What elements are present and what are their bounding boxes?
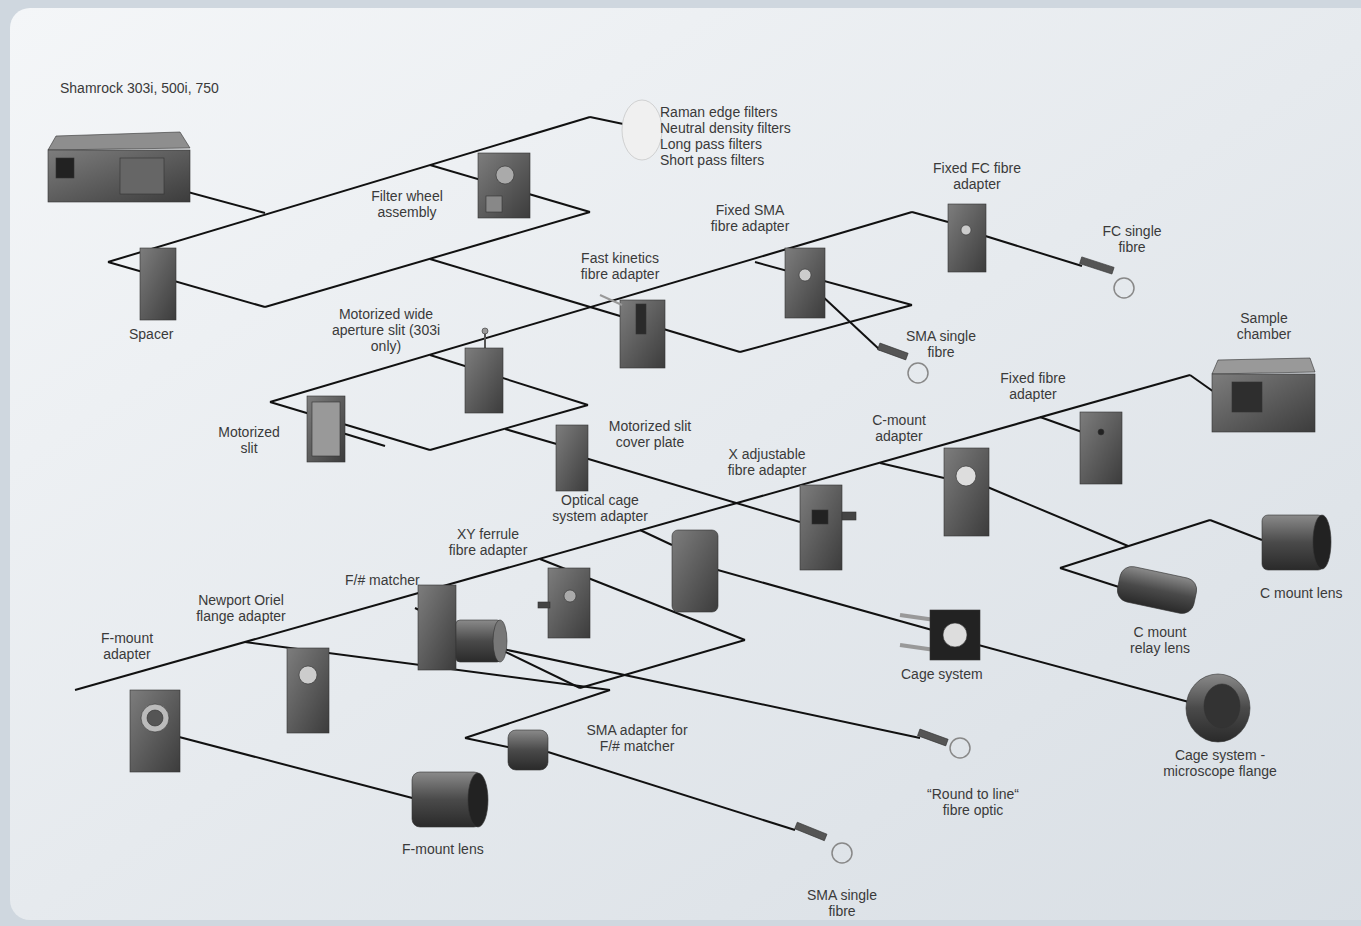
part-label: SMA single fibre [802, 887, 882, 919]
part-label: F-mount lens [402, 841, 484, 857]
part-label: Short pass filters [660, 152, 764, 168]
part-label: FC single fibre [1097, 223, 1167, 255]
panel [10, 8, 1361, 920]
part-label: C-mount adapter [867, 412, 932, 444]
part-label: Cage system [901, 666, 983, 682]
part-label: Motorized slit cover plate [600, 418, 700, 450]
part-label: Fixed FC fibre adapter [930, 160, 1025, 192]
part-label: Newport Oriel flange adapter [186, 592, 296, 624]
part-label: F/# matcher [345, 572, 420, 588]
part-label: Neutral density filters [660, 120, 791, 136]
part-label: Motorized slit [214, 424, 284, 456]
part-label: Sample chamber [1229, 310, 1299, 342]
part-label: Filter wheel assembly [360, 188, 455, 220]
part-label: Fixed fibre adapter [993, 370, 1073, 402]
part-label: Fast kinetics fibre adapter [570, 250, 670, 282]
part-label: Spacer [129, 326, 173, 342]
part-label: F-mount adapter [95, 630, 160, 662]
part-label: Raman edge filters [660, 104, 778, 120]
part-label: “Round to line“ fibre optic [916, 786, 1031, 818]
part-label: SMA single fibre [901, 328, 981, 360]
connection-lines [75, 117, 1262, 830]
part-label: X adjustable fibre adapter [717, 446, 817, 478]
part-label: C mount relay lens [1123, 624, 1198, 656]
parts [48, 100, 1331, 863]
part-label: Fixed SMA fibre adapter [703, 202, 798, 234]
part-label: Shamrock 303i, 500i, 750 [60, 80, 219, 96]
part-label: SMA adapter for F/# matcher [580, 722, 695, 754]
part-label: XY ferrule fibre adapter [443, 526, 533, 558]
part-label: Long pass filters [660, 136, 762, 152]
part-label: Optical cage system adapter [545, 492, 655, 524]
part-label: C mount lens [1260, 585, 1342, 601]
part-label: Motorized wide aperture slit (303i only) [329, 306, 444, 354]
part-label: Cage system - microscope flange [1158, 747, 1283, 779]
